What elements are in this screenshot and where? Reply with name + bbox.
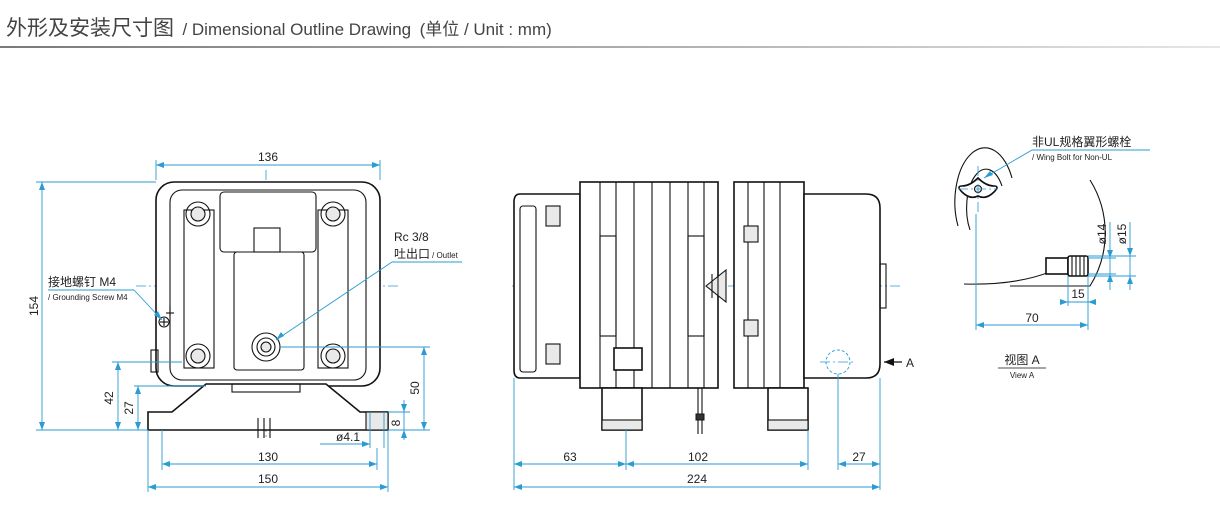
side-left-bolt-bottom [545, 343, 561, 365]
dim-224-text: 224 [687, 472, 707, 486]
dim-hole-diameter: ø4.1 [320, 412, 385, 448]
side-view: A 63 102 27 224 [512, 181, 914, 490]
view-a-body-arc [1010, 179, 1106, 287]
side-connector [150, 349, 159, 373]
side-left-bolt-top [545, 205, 561, 227]
dim-63-102: 63 102 [513, 378, 809, 490]
outlet-port [251, 332, 281, 362]
dim-224: 224 [514, 472, 880, 490]
front-bolt-top-left [185, 201, 211, 227]
dim-50-text: 50 [408, 381, 422, 395]
outlet-callout: Rc 3/8 吐出口 / Outlet [275, 230, 462, 341]
view-a-caption: 视图 A View A [998, 352, 1046, 380]
side-right-stub [879, 263, 887, 309]
side-rib-window-1 [599, 235, 617, 337]
wing-bolt-callout: 非UL规格翼形螺栓 / Wing Bolt for Non-UL [983, 134, 1150, 179]
view-a-caption-en: View A [1010, 371, 1035, 380]
side-clamp [613, 347, 643, 371]
grounding-screw [158, 306, 174, 328]
outlet-nozzle [1045, 255, 1089, 277]
dim-height-154: 154 [27, 181, 156, 431]
dim-42-text: 42 [102, 391, 116, 405]
dim-15: 15 [1060, 276, 1096, 306]
dim-136-text: 136 [258, 150, 278, 164]
side-right-bolt-bottom [743, 319, 759, 337]
dim-154-text: 154 [27, 296, 41, 316]
dim-27-front: 27 [122, 385, 206, 430]
front-body-inner [169, 189, 367, 381]
header-rule [0, 46, 1220, 48]
front-view: 136 154 42 27 [27, 150, 462, 492]
view-a-marker: A [884, 356, 914, 370]
side-center-arrow-mark [705, 268, 727, 304]
dim-102-text: 102 [688, 450, 708, 464]
front-base [147, 383, 389, 438]
front-center-plate [233, 251, 305, 371]
front-bolt-bottom-left [185, 343, 211, 369]
dim-70: 70 [975, 214, 1089, 330]
dim-130: 130 [161, 430, 378, 470]
dim-diameters: ø14 ø15 [1088, 222, 1136, 290]
dim-63-text: 63 [563, 450, 577, 464]
wing-bolt [958, 166, 998, 212]
side-right-endcap [803, 193, 881, 379]
dim-27-side-text: 27 [852, 450, 866, 464]
dim-150: 150 [147, 430, 389, 492]
outlet-label-en: / Outlet [432, 251, 459, 260]
side-right-block [733, 181, 805, 389]
grounding-label-en: / Grounding Screw M4 [48, 293, 128, 302]
title-english: / Dimensional Outline Drawing [182, 20, 412, 39]
side-middle-block [579, 181, 719, 389]
side-right-bolt-top [743, 225, 759, 243]
title-chinese: 外形及安装尺寸图 [6, 17, 174, 40]
front-bolt-bottom-right [320, 343, 346, 369]
view-a-marker-text: A [906, 356, 914, 370]
outlet-label-cn: 吐出口 [394, 247, 430, 261]
wing-bolt-label-cn: 非UL规格翼形螺栓 [1032, 134, 1131, 149]
front-bolt-top-right [320, 201, 346, 227]
wing-bolt-label-en: / Wing Bolt for Non-UL [1032, 153, 1113, 162]
dim-hole-text: ø4.1 [336, 430, 360, 444]
dim-42: 42 [102, 361, 182, 430]
side-rib-window-2 [687, 235, 705, 337]
title-unit: (单位 / Unit : mm) [419, 20, 552, 39]
dim-130-text: 130 [258, 450, 278, 464]
grounding-label-cn: 接地螺钉 M4 [48, 274, 116, 289]
dim-8-text: 8 [389, 419, 403, 426]
side-left-housing [513, 193, 581, 379]
side-left-panel [519, 205, 537, 373]
dim-70-text: 70 [1025, 311, 1039, 325]
dim-50: 50 [280, 346, 430, 431]
dim-8: 8 [388, 400, 410, 440]
dim-15-text: 15 [1071, 287, 1085, 301]
grounding-callout: 接地螺钉 M4 / Grounding Screw M4 [48, 274, 163, 321]
view-a-caption-cn: 视图 A [1004, 352, 1039, 367]
view-a: 非UL规格翼形螺栓 / Wing Bolt for Non-UL ø14 ø15 [954, 134, 1150, 380]
dim-27-side: 27 [837, 374, 881, 490]
dim-150-text: 150 [258, 472, 278, 486]
outlet-thread-label: Rc 3/8 [394, 230, 429, 244]
dim-27-front-text: 27 [122, 401, 136, 415]
page-header: 外形及安装尺寸图 / Dimensional Outline Drawing (… [6, 12, 552, 42]
dim-width-136: 136 [155, 150, 381, 180]
dim-d14-text: ø14 [1095, 223, 1109, 244]
dim-d15-text: ø15 [1115, 223, 1129, 244]
